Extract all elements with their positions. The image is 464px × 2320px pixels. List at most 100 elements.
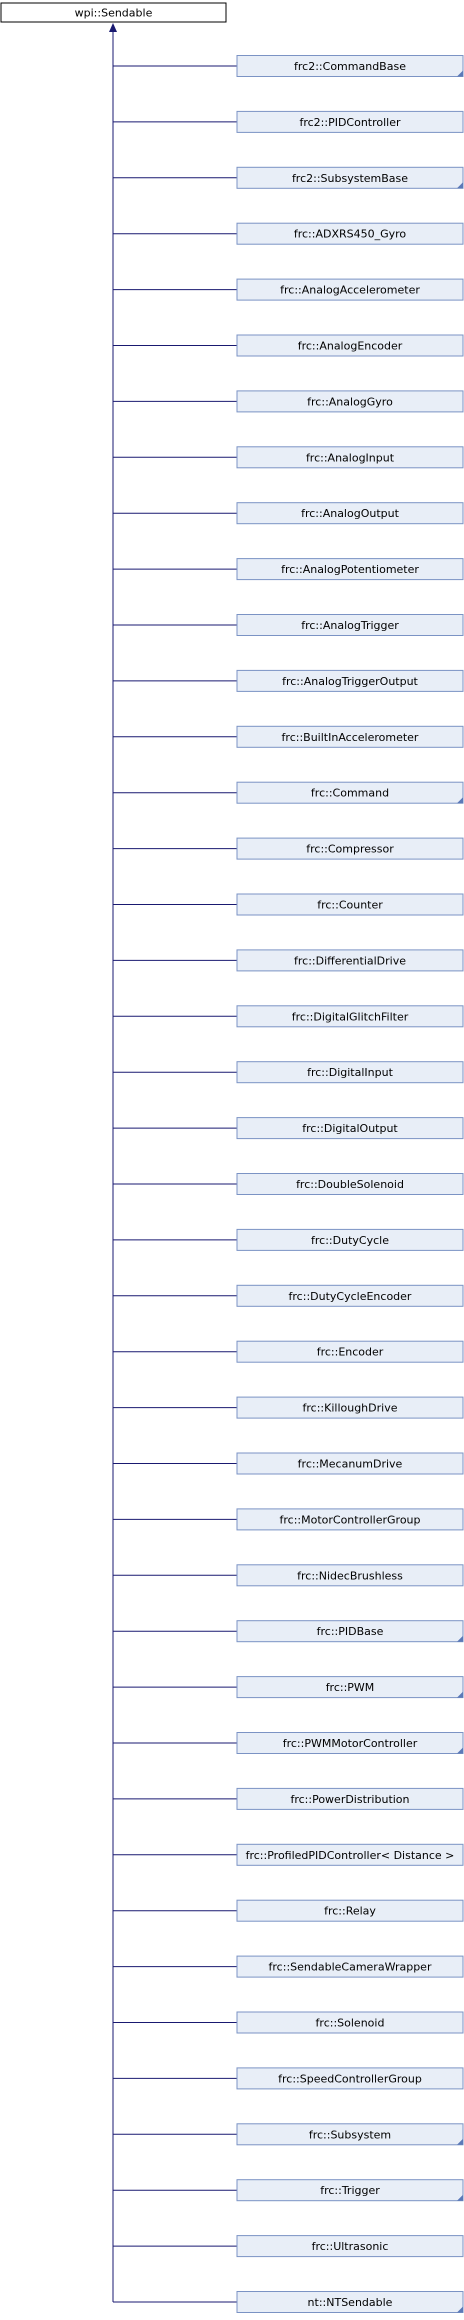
class-node-frc-analogtriggeroutput[interactable]: frc::AnalogTriggerOutput: [236, 669, 464, 692]
class-node-frc-speedcontrollergroup[interactable]: frc::SpeedControllerGroup: [236, 2067, 464, 2090]
class-node-frc-analoggyro[interactable]: frc::AnalogGyro: [236, 390, 464, 413]
class-node-frc-differentialdrive[interactable]: frc::DifferentialDrive: [236, 949, 464, 972]
has-subclasses-marker-icon: [457, 1635, 463, 1642]
class-node-box: [236, 1732, 464, 1754]
class-node-label: frc::DutyCycleEncoder: [289, 1290, 412, 1303]
class-node-label: frc::DigitalOutput: [302, 1122, 398, 1135]
class-node-frc-command[interactable]: frc::Command: [236, 781, 464, 804]
class-node-frc-trigger[interactable]: frc::Trigger: [236, 2179, 464, 2202]
class-node-frc-pwmmotorcontroller[interactable]: frc::PWMMotorController: [236, 1732, 464, 1754]
class-node-frc-powerdistribution[interactable]: frc::PowerDistribution: [236, 1787, 464, 1810]
root-node[interactable]: wpi::Sendable: [0, 2, 227, 23]
class-node-frc-encoder[interactable]: frc::Encoder: [236, 1340, 464, 1363]
class-node-frc-compressor[interactable]: frc::Compressor: [236, 837, 464, 860]
class-node-frc-solenoid[interactable]: frc::Solenoid: [236, 2011, 464, 2034]
class-node-label: frc::DifferentialDrive: [294, 954, 406, 967]
class-node-label: frc::AnalogAccelerometer: [280, 284, 420, 297]
class-node-label: frc::ADXRS450_Gyro: [294, 228, 407, 241]
class-node-label: frc::Relay: [324, 1905, 376, 1918]
class-node-box: [236, 893, 464, 916]
class-node-frc-analoginput[interactable]: frc::AnalogInput: [236, 446, 464, 469]
class-node-frc-killoughdrive[interactable]: frc::KilloughDrive: [236, 1396, 464, 1419]
class-node-box: [236, 1620, 464, 1643]
class-node-label: frc::PowerDistribution: [290, 1793, 409, 1806]
inheritance-arrowhead-icon: [109, 23, 117, 32]
class-node-frc-analogaccelerometer[interactable]: frc::AnalogAccelerometer: [236, 278, 464, 301]
class-node-frc-digitalinput[interactable]: frc::DigitalInput: [236, 1061, 464, 1084]
class-node-frc-builtinaccelerometer[interactable]: frc::BuiltInAccelerometer: [236, 725, 464, 748]
class-node-label: frc::AnalogOutput: [301, 507, 400, 520]
class-node-frc-analogencoder[interactable]: frc::AnalogEncoder: [236, 334, 464, 357]
class-node-frc-mecanumdrive[interactable]: frc::MecanumDrive: [236, 1452, 464, 1475]
class-node-label: frc::PIDBase: [317, 1625, 384, 1638]
class-node-frc-digitaloutput[interactable]: frc::DigitalOutput: [236, 1117, 464, 1140]
derived-class-nodes: frc2::CommandBasefrc2::PIDControllerfrc2…: [236, 55, 464, 2313]
class-node-frc-analogoutput[interactable]: frc::AnalogOutput: [236, 502, 464, 525]
class-node-box: [236, 2235, 464, 2258]
class-node-label: frc::SendableCameraWrapper: [269, 1961, 432, 1974]
class-node-box: [236, 669, 464, 692]
class-node-frc2-subsystembase[interactable]: frc2::SubsystemBase: [236, 166, 464, 189]
class-node-frc-dutycycle[interactable]: frc::DutyCycle: [236, 1228, 464, 1251]
class-node-nt-ntsendable[interactable]: nt::NTSendable: [236, 2291, 464, 2313]
class-node-box: [236, 1061, 464, 1084]
class-node-frc-dutycycleencoder[interactable]: frc::DutyCycleEncoder: [236, 1284, 464, 1307]
class-node-label: frc::AnalogGyro: [307, 395, 393, 408]
class-node-frc-ultrasonic[interactable]: frc::Ultrasonic: [236, 2235, 464, 2258]
class-node-label: frc::AnalogTrigger: [301, 619, 399, 632]
class-node-label: frc2::SubsystemBase: [292, 172, 408, 185]
class-node-frc-subsystem[interactable]: frc::Subsystem: [236, 2123, 464, 2146]
class-node-box: [236, 1955, 464, 1978]
class-node-frc-profiledpidcontroller-distance[interactable]: frc::ProfiledPIDController< Distance >: [236, 1843, 464, 1866]
class-node-box: [236, 2011, 464, 2034]
class-node-label: frc::DoubleSolenoid: [296, 1178, 404, 1191]
class-node-label: frc::AnalogEncoder: [298, 340, 403, 353]
class-node-box: [236, 614, 464, 636]
class-node-box: [236, 55, 464, 77]
class-node-box: [236, 1173, 464, 1195]
class-node-frc2-commandbase[interactable]: frc2::CommandBase: [236, 55, 464, 77]
class-node-box: [236, 1005, 464, 1028]
class-node-box: [236, 390, 464, 413]
class-node-label: frc::Encoder: [317, 1346, 384, 1359]
class-node-frc-adxrs450-gyro[interactable]: frc::ADXRS450_Gyro: [236, 222, 464, 245]
class-node-box: [236, 1899, 464, 1922]
class-node-box: [236, 1676, 464, 1699]
class-node-box: [236, 110, 464, 133]
class-node-box: [236, 725, 464, 748]
class-node-box: [236, 1452, 464, 1475]
class-node-box: [236, 558, 464, 581]
class-node-label: frc::DutyCycle: [311, 1234, 389, 1247]
class-node-box: [236, 1340, 464, 1363]
class-node-label: frc::Subsystem: [309, 2128, 391, 2141]
class-node-frc-analogtrigger[interactable]: frc::AnalogTrigger: [236, 614, 464, 636]
class-node-label: frc::Trigger: [320, 2184, 380, 2197]
class-node-box: [236, 1228, 464, 1251]
class-node-frc-digitalglitchfilter[interactable]: frc::DigitalGlitchFilter: [236, 1005, 464, 1028]
class-node-frc-motorcontrollergroup[interactable]: frc::MotorControllerGroup: [236, 1508, 464, 1531]
class-node-frc-counter[interactable]: frc::Counter: [236, 893, 464, 916]
class-node-frc-nidecbrushless[interactable]: frc::NidecBrushless: [236, 1564, 464, 1587]
class-node-label: frc2::CommandBase: [294, 60, 406, 73]
class-node-frc2-pidcontroller[interactable]: frc2::PIDController: [236, 110, 464, 133]
has-subclasses-marker-icon: [457, 70, 463, 77]
has-subclasses-marker-icon: [457, 2138, 463, 2145]
class-node-frc-doublesolenoid[interactable]: frc::DoubleSolenoid: [236, 1173, 464, 1195]
class-node-box: [236, 502, 464, 525]
class-node-label: frc::Compressor: [306, 843, 394, 856]
has-subclasses-marker-icon: [457, 1691, 463, 1698]
class-node-box: [236, 2291, 464, 2313]
class-node-frc-sendablecamerawrapper[interactable]: frc::SendableCameraWrapper: [236, 1955, 464, 1978]
class-node-box: [236, 2179, 464, 2202]
class-node-frc-analogpotentiometer[interactable]: frc::AnalogPotentiometer: [236, 558, 464, 581]
class-node-box: [236, 1787, 464, 1810]
class-node-frc-pidbase[interactable]: frc::PIDBase: [236, 1620, 464, 1643]
class-node-frc-relay[interactable]: frc::Relay: [236, 1899, 464, 1922]
class-node-frc-pwm[interactable]: frc::PWM: [236, 1676, 464, 1699]
class-node-label: frc::Command: [311, 787, 389, 800]
class-node-label: frc::Solenoid: [316, 2017, 385, 2030]
class-node-label: frc::MecanumDrive: [298, 1458, 403, 1471]
has-subclasses-marker-icon: [457, 1747, 463, 1754]
root-node-box: [0, 2, 227, 23]
class-node-label: frc::NidecBrushless: [297, 1569, 403, 1582]
